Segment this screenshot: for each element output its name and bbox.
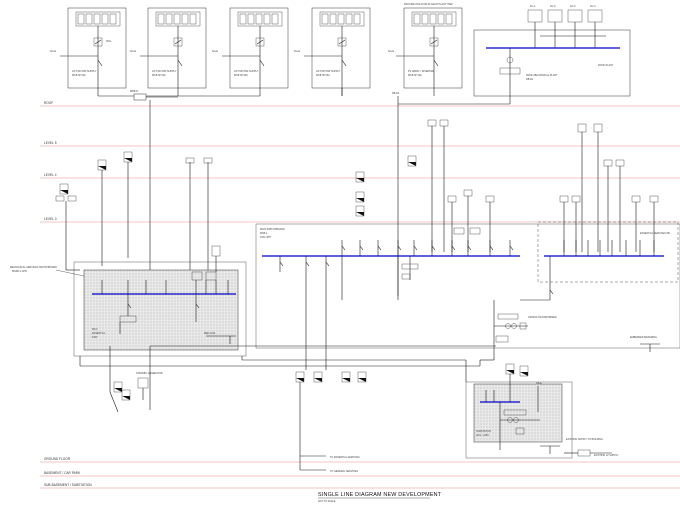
- svg-text:3C+E: 3C+E: [212, 50, 218, 53]
- svg-text:415V 3PH: 415V 3PH: [260, 236, 271, 239]
- main-switchboard: MAIN SWITCHBOARD MSB-1 415V 3PH: [255, 223, 680, 370]
- svg-text:DB-R1: DB-R1: [392, 92, 400, 95]
- roof-box-label-1: LIFT MOTOR SUPPLY: [72, 70, 97, 73]
- substation: SUBSTATION 11kV / 415V DB-E EXISTING SUP…: [465, 363, 619, 459]
- level-label-4: LEVEL 4: [44, 173, 57, 177]
- svg-text:3C+E: 3C+E: [388, 50, 394, 53]
- svg-text:ISOL: ISOL: [106, 40, 112, 43]
- roof-panels: 3C+E LIFT MOTOR SUPPLY MCB 3P 63A ISOL 3…: [50, 3, 463, 346]
- earth-label: MEN LINK: [204, 332, 216, 335]
- essential-services-board: ESSENTIAL SERVICES DB EMBEDDED METERING: [520, 221, 679, 352]
- drawing-subtitle: NOT TO SCALE: [318, 500, 336, 503]
- roof-panel-2: 3C+E LIFT MOTOR SUPPLY MCB 3P 63A: [130, 7, 207, 96]
- generator-feed: STANDBY GENERATOR: [109, 346, 163, 413]
- bottom-note-2: TO GENERAL SERVICES: [330, 470, 358, 473]
- roof-box-note-5: MCB 3P 40A: [408, 74, 422, 77]
- transformer-label: 1500kVA TRANSFORMER: [528, 316, 557, 319]
- svg-text:AC-2: AC-2: [550, 5, 556, 8]
- bottom-note-1: TO ESSENTIAL SERVICES: [330, 456, 360, 459]
- lower-feeders: TO ESSENTIAL SERVICES TO GENERAL SERVICE…: [295, 371, 367, 473]
- svg-text:AC-3: AC-3: [570, 5, 576, 8]
- trunk-lines: [149, 345, 496, 410]
- roof-panel-1: 3C+E LIFT MOTOR SUPPLY MCB 3P 63A ISOL: [50, 7, 127, 96]
- roof-box-label-3: LIFT MOTOR SUPPLY: [234, 70, 259, 73]
- level-label-ground: GROUND FLOOR: [44, 457, 71, 461]
- main-switchboard-breakers: [279, 227, 514, 280]
- svg-text:AC-1: AC-1: [530, 5, 536, 8]
- roof-box-label-5: PV ARRAY / INVERTER: [408, 70, 434, 73]
- drawing-title: SINGLE LINE DIAGRAM NEW DEVELOPMENT: [318, 492, 442, 498]
- main-feed-chain: 1500kVA TRANSFORMER: [479, 300, 557, 366]
- floor-distribution-boards: [55, 119, 659, 271]
- existing-board-label: EXISTING SUPPLY TO BUILDING: [566, 438, 603, 441]
- svg-text:11kV / 415V: 11kV / 415V: [476, 434, 489, 437]
- svg-text:MSSB-1 415V: MSSB-1 415V: [12, 270, 28, 273]
- main-switchboard-label: MAIN SWITCHBOARD: [260, 228, 285, 231]
- roof-box-note-1: MCB 3P 63A: [72, 74, 86, 77]
- drawing-title-block: SINGLE LINE DIAGRAM NEW DEVELOPMENT NOT …: [318, 492, 442, 503]
- svg-text:415V: 415V: [92, 336, 98, 339]
- level-label-3: LEVEL 3: [44, 217, 57, 221]
- mcc-label: MECHANICAL SERVICES SWITCHBOARD: [10, 266, 57, 269]
- essential-board-label: ESSENTIAL SERVICES DB: [640, 232, 670, 235]
- level-label-basement: BASEMENT / CAR PARK: [44, 471, 81, 475]
- roof-box-label-4: LIFT MOTOR SUPPLY: [316, 70, 341, 73]
- roof-mech-label: ROOF MECHANICAL PLANT: [526, 74, 558, 77]
- roof-panel-3: 3C+E LIFT MOTOR SUPPLY MCB 3P 63A: [212, 7, 289, 96]
- bottom-right-note: EXISTING LV SUPPLY: [594, 454, 619, 457]
- mechanical-services-switchboard: MECHANICAL SERVICES SWITCHBOARD MSSB-1 4…: [10, 245, 480, 367]
- roof-panel-5: 3C+E PV ARRAY / INVERTER MCB 3P 40A PROV…: [388, 3, 463, 96]
- substation-label: SUBSTATION: [476, 430, 491, 433]
- level-label-5: LEVEL 5: [44, 141, 57, 145]
- svg-text:MSB-1: MSB-1: [260, 232, 268, 235]
- generator-label: STANDBY GENERATOR: [136, 372, 163, 375]
- level-label-sub-basement: SUB-BASEMENT / SUBSTATION: [44, 483, 92, 487]
- roof-note: PROVIDE ISOLATOR AT EACH PLANT ITEM: [404, 3, 453, 6]
- svg-text:MDB-R: MDB-R: [130, 90, 138, 93]
- svg-text:DB-E: DB-E: [536, 382, 542, 385]
- svg-text:ESSENTIAL: ESSENTIAL: [92, 332, 106, 335]
- roof-box-note-2: MCB 3P 63A: [152, 74, 166, 77]
- level-label-roof: ROOF: [44, 101, 53, 105]
- svg-text:MCC: MCC: [92, 328, 98, 331]
- roof-mech-note: DB-R1: [526, 78, 534, 81]
- svg-text:3C+E: 3C+E: [294, 50, 300, 53]
- roof-box-note-4: MCB 3P 63A: [316, 74, 330, 77]
- roof-box-note-3: MCB 3P 63A: [234, 74, 248, 77]
- svg-text:ROOF PLANT: ROOF PLANT: [598, 64, 614, 67]
- roof-panel-4: 3C+E LIFT MOTOR SUPPLY MCB 3P 63A: [294, 7, 371, 96]
- metering-label: EMBEDDED METERING: [630, 336, 657, 339]
- svg-text:3C+E: 3C+E: [50, 50, 56, 53]
- svg-text:AC-4: AC-4: [590, 5, 596, 8]
- svg-text:3C+E: 3C+E: [130, 50, 136, 53]
- roof-box-label-2: LIFT MOTOR SUPPLY: [152, 70, 177, 73]
